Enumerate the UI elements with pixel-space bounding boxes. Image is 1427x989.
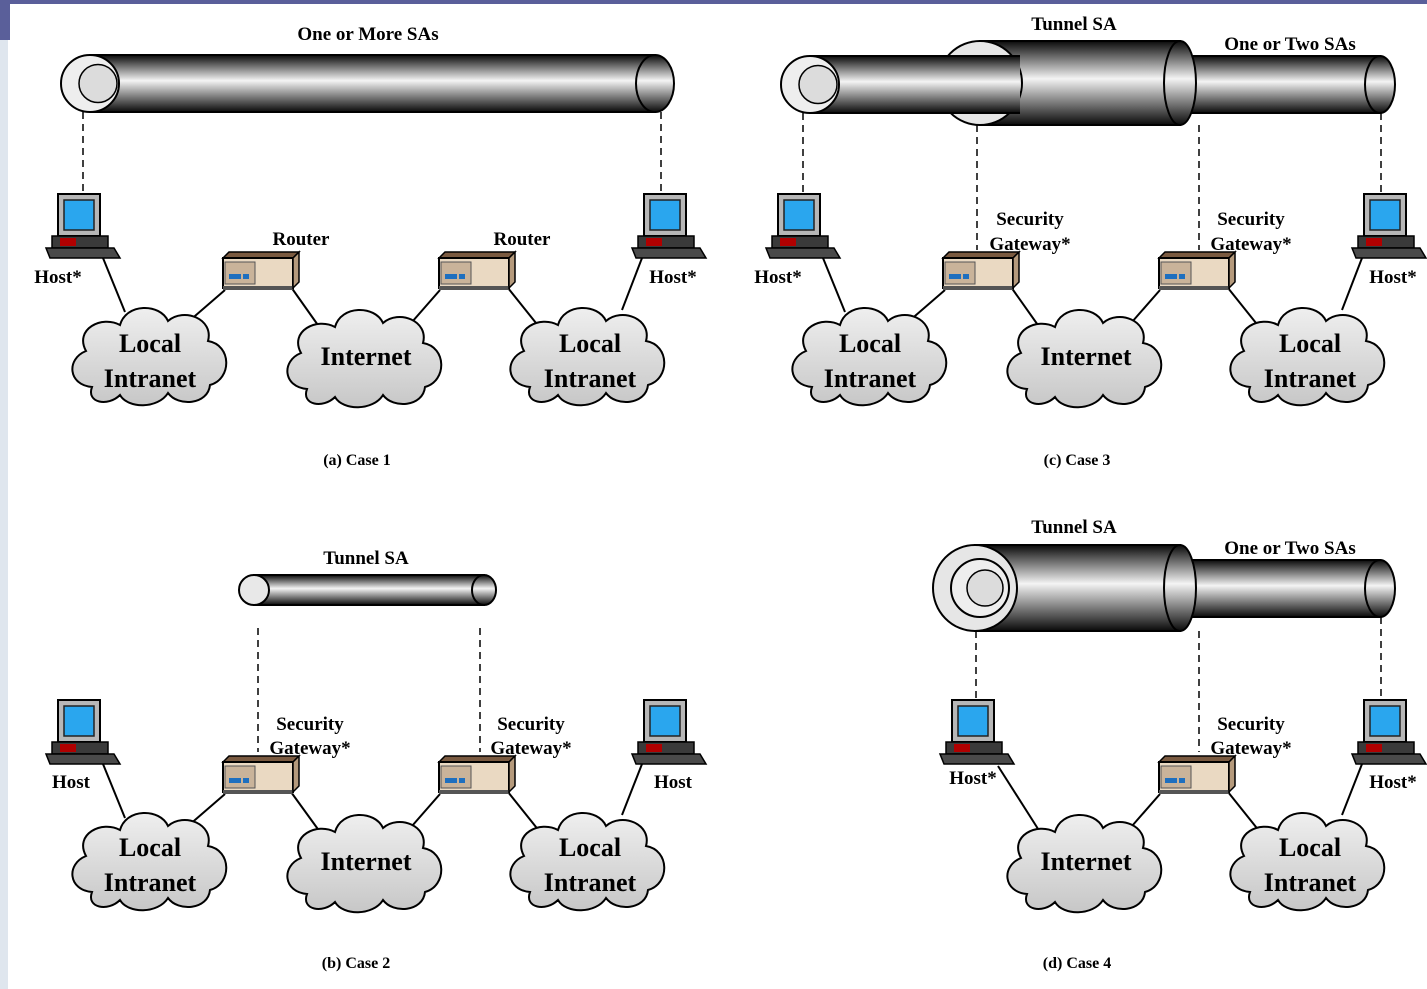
host-label: Host* — [1369, 772, 1417, 793]
case4-tunnel — [932, 544, 1396, 632]
cloud-label-intranet: Intranet — [104, 868, 197, 897]
cloud-label-internet: Internet — [321, 847, 412, 876]
router-label: Router — [273, 229, 331, 250]
gateway-label-gateway: Gateway* — [1210, 738, 1291, 759]
router-icon — [222, 755, 300, 795]
gateway-label-gateway: Gateway* — [269, 738, 350, 759]
gateway-label-gateway: Gateway* — [490, 738, 571, 759]
computer-icon — [45, 193, 121, 259]
gateway-label-security: Security — [497, 714, 565, 735]
case3-tunnel — [780, 40, 1396, 126]
computer-icon — [631, 193, 707, 259]
router-icon — [438, 251, 516, 291]
gateway-label-gateway: Gateway* — [1210, 234, 1291, 255]
host-label: Host* — [1369, 267, 1417, 288]
case1-caption: (a) Case 1 — [323, 452, 391, 469]
case2-caption: (b) Case 2 — [322, 955, 390, 972]
cloud-label-local: Local — [119, 329, 181, 358]
gateway-label-gateway: Gateway* — [989, 234, 1070, 255]
computer-icon — [1351, 193, 1427, 259]
host-label: Host* — [754, 267, 802, 288]
router-icon — [1158, 755, 1236, 795]
case2-sa-label: Tunnel SA — [323, 548, 409, 569]
case4-panel: Tunnel SA One or Two SAs Internet Local … — [932, 517, 1427, 972]
cloud-label-local: Local — [119, 833, 181, 862]
host-label: Host* — [34, 267, 82, 288]
side-strip — [0, 40, 8, 989]
case3-caption: (c) Case 3 — [1044, 452, 1111, 469]
case4-caption: (d) Case 4 — [1043, 955, 1111, 972]
router-icon — [222, 251, 300, 291]
cloud-label-intranet: Intranet — [1264, 868, 1357, 897]
host-label: Host* — [649, 267, 697, 288]
router-icon — [438, 755, 516, 795]
case2-panel: Tunnel SA Local Intranet Internet Local … — [45, 548, 707, 972]
case4-sa-label: One or Two SAs — [1224, 538, 1355, 559]
case1-tunnel — [60, 54, 675, 113]
cloud-label-local: Local — [1279, 833, 1341, 862]
computer-icon — [939, 699, 1015, 765]
cloud-label-intranet: Intranet — [1264, 364, 1357, 393]
cloud-label-internet: Internet — [1041, 342, 1132, 371]
case3-panel: Tunnel SA One or Two SAs Local Intranet … — [754, 14, 1427, 469]
cloud-label-intranet: Intranet — [824, 364, 917, 393]
router-icon — [942, 251, 1020, 291]
computer-icon — [45, 699, 121, 765]
cloud-label-internet: Internet — [1041, 847, 1132, 876]
gateway-label-security: Security — [276, 714, 344, 735]
cloud-label-local: Local — [559, 833, 621, 862]
computer-icon — [631, 699, 707, 765]
host-label: Host* — [949, 768, 997, 789]
case3-sa-label: One or Two SAs — [1224, 34, 1355, 55]
cloud-label-local: Local — [839, 329, 901, 358]
cloud-label-intranet: Intranet — [544, 868, 637, 897]
corner-block — [0, 0, 10, 40]
router-icon — [1158, 251, 1236, 291]
header-bar — [0, 0, 1427, 4]
host-label: Host — [654, 772, 693, 793]
gateway-label-security: Security — [1217, 714, 1285, 735]
gateway-label-security: Security — [1217, 209, 1285, 230]
case1-sa-label: One or More SAs — [297, 24, 438, 45]
case2-tunnel — [238, 574, 497, 606]
cloud-label-local: Local — [1279, 329, 1341, 358]
cloud-label-local: Local — [559, 329, 621, 358]
case1-panel: One or More SAs Local Intranet Internet … — [34, 24, 707, 469]
cloud-label-intranet: Intranet — [104, 364, 197, 393]
cloud-label-intranet: Intranet — [544, 364, 637, 393]
case4-tunnel-sa-label: Tunnel SA — [1031, 517, 1117, 538]
host-label: Host — [52, 772, 91, 793]
cloud-label-internet: Internet — [321, 342, 412, 371]
computer-icon — [1351, 699, 1427, 765]
computer-icon — [765, 193, 841, 259]
case3-tunnel-sa-label: Tunnel SA — [1031, 14, 1117, 35]
router-label: Router — [494, 229, 552, 250]
gateway-label-security: Security — [996, 209, 1064, 230]
